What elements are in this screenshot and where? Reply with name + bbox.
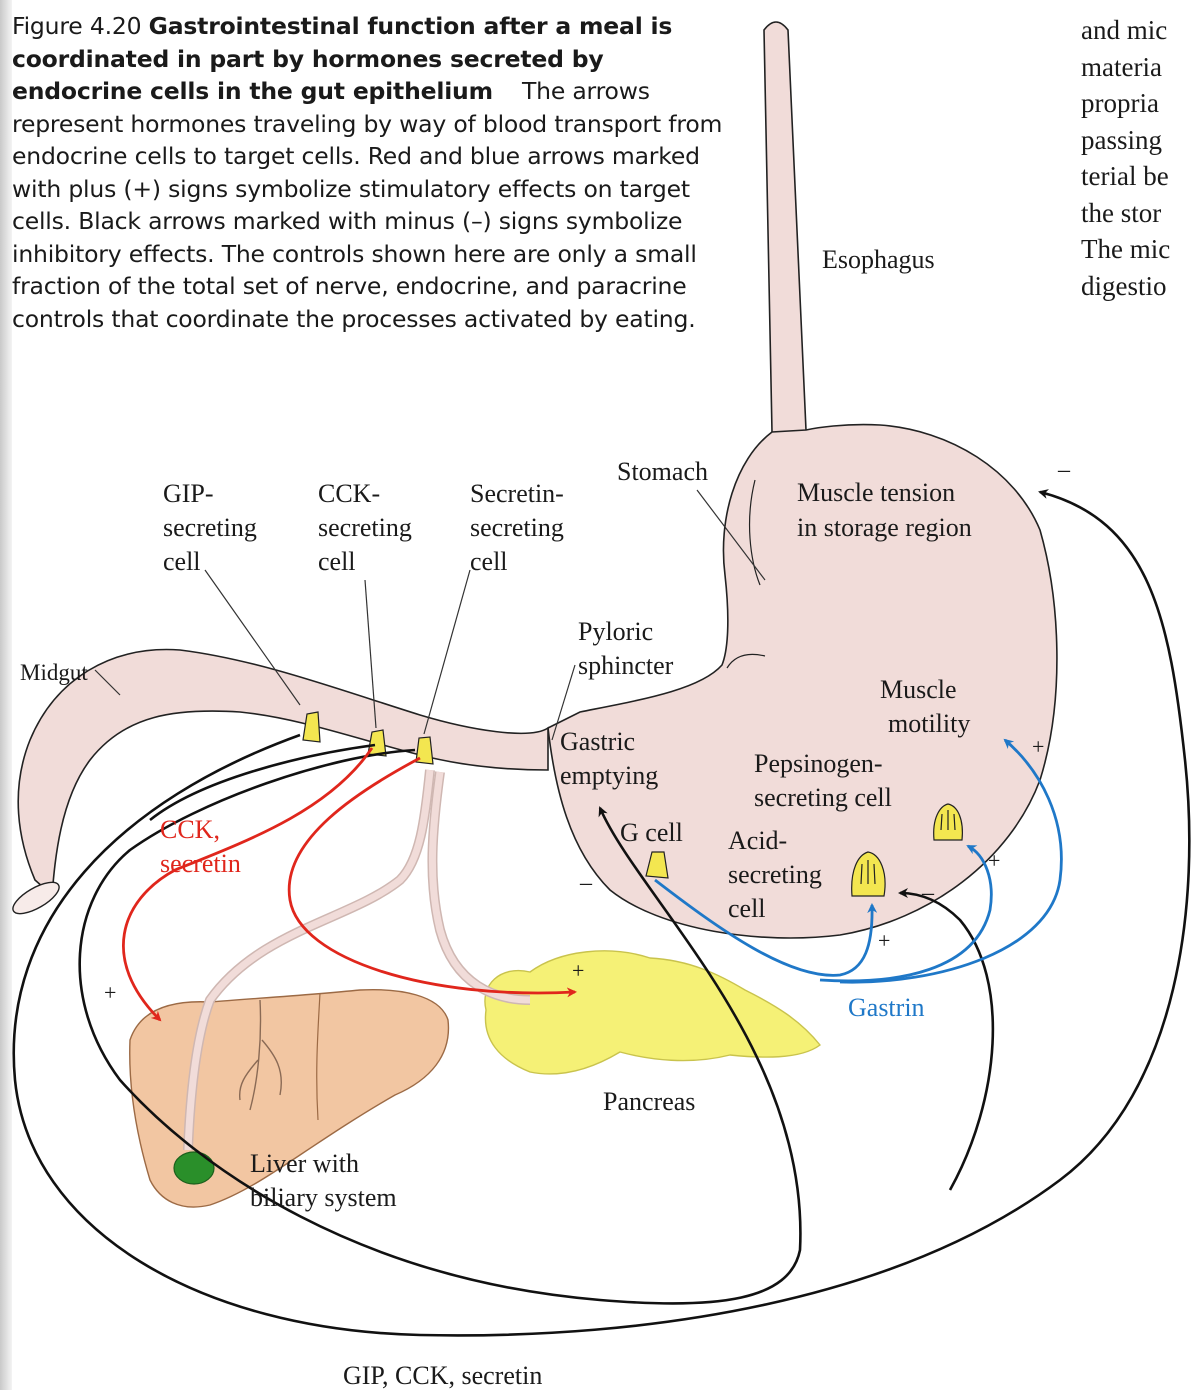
esophagus-label: Esophagus [822, 245, 935, 274]
plus-sign-muscle-motility: + [1032, 734, 1044, 759]
minus-sign-muscle-tension: – [1057, 457, 1071, 483]
gastrin-label: Gastrin [848, 993, 925, 1022]
pyloric-sphincter-label: Pyloric sphincter [578, 617, 674, 680]
stomach-label: Stomach [617, 457, 708, 486]
g-cell-label: G cell [620, 818, 683, 847]
midgut-label: Midgut [20, 660, 88, 685]
cck-secretin-label: CCK, secretin [160, 815, 241, 878]
pancreatic-duct [432, 772, 530, 1000]
plus-sign-liver: + [104, 980, 116, 1005]
minus-sign-acid-cell: – [921, 880, 935, 906]
leader-secretin-cell [424, 570, 470, 734]
gip-cell-label: GIP- secreting cell [163, 479, 263, 576]
cck-cell-label: CCK- secreting cell [318, 479, 418, 576]
gallbladder-shape [174, 1152, 214, 1184]
pancreas-label: Pancreas [603, 1087, 695, 1116]
secretin-cell-label: Secretin- secreting cell [470, 479, 570, 576]
pancreas-shape [485, 951, 820, 1074]
plus-sign-acid-cell: + [878, 928, 890, 953]
pancreatic-duct-inner [432, 772, 530, 1000]
minus-sign-gastric-emptying: – [579, 870, 593, 896]
esophagus-shape [764, 22, 806, 437]
gip-cck-secretin-label: GIP, CCK, secretin [343, 1361, 542, 1390]
liver-label: Liver with biliary system [250, 1149, 397, 1212]
plus-sign-pepsinogen: + [988, 848, 1000, 873]
plus-sign-pancreas: + [572, 958, 584, 983]
